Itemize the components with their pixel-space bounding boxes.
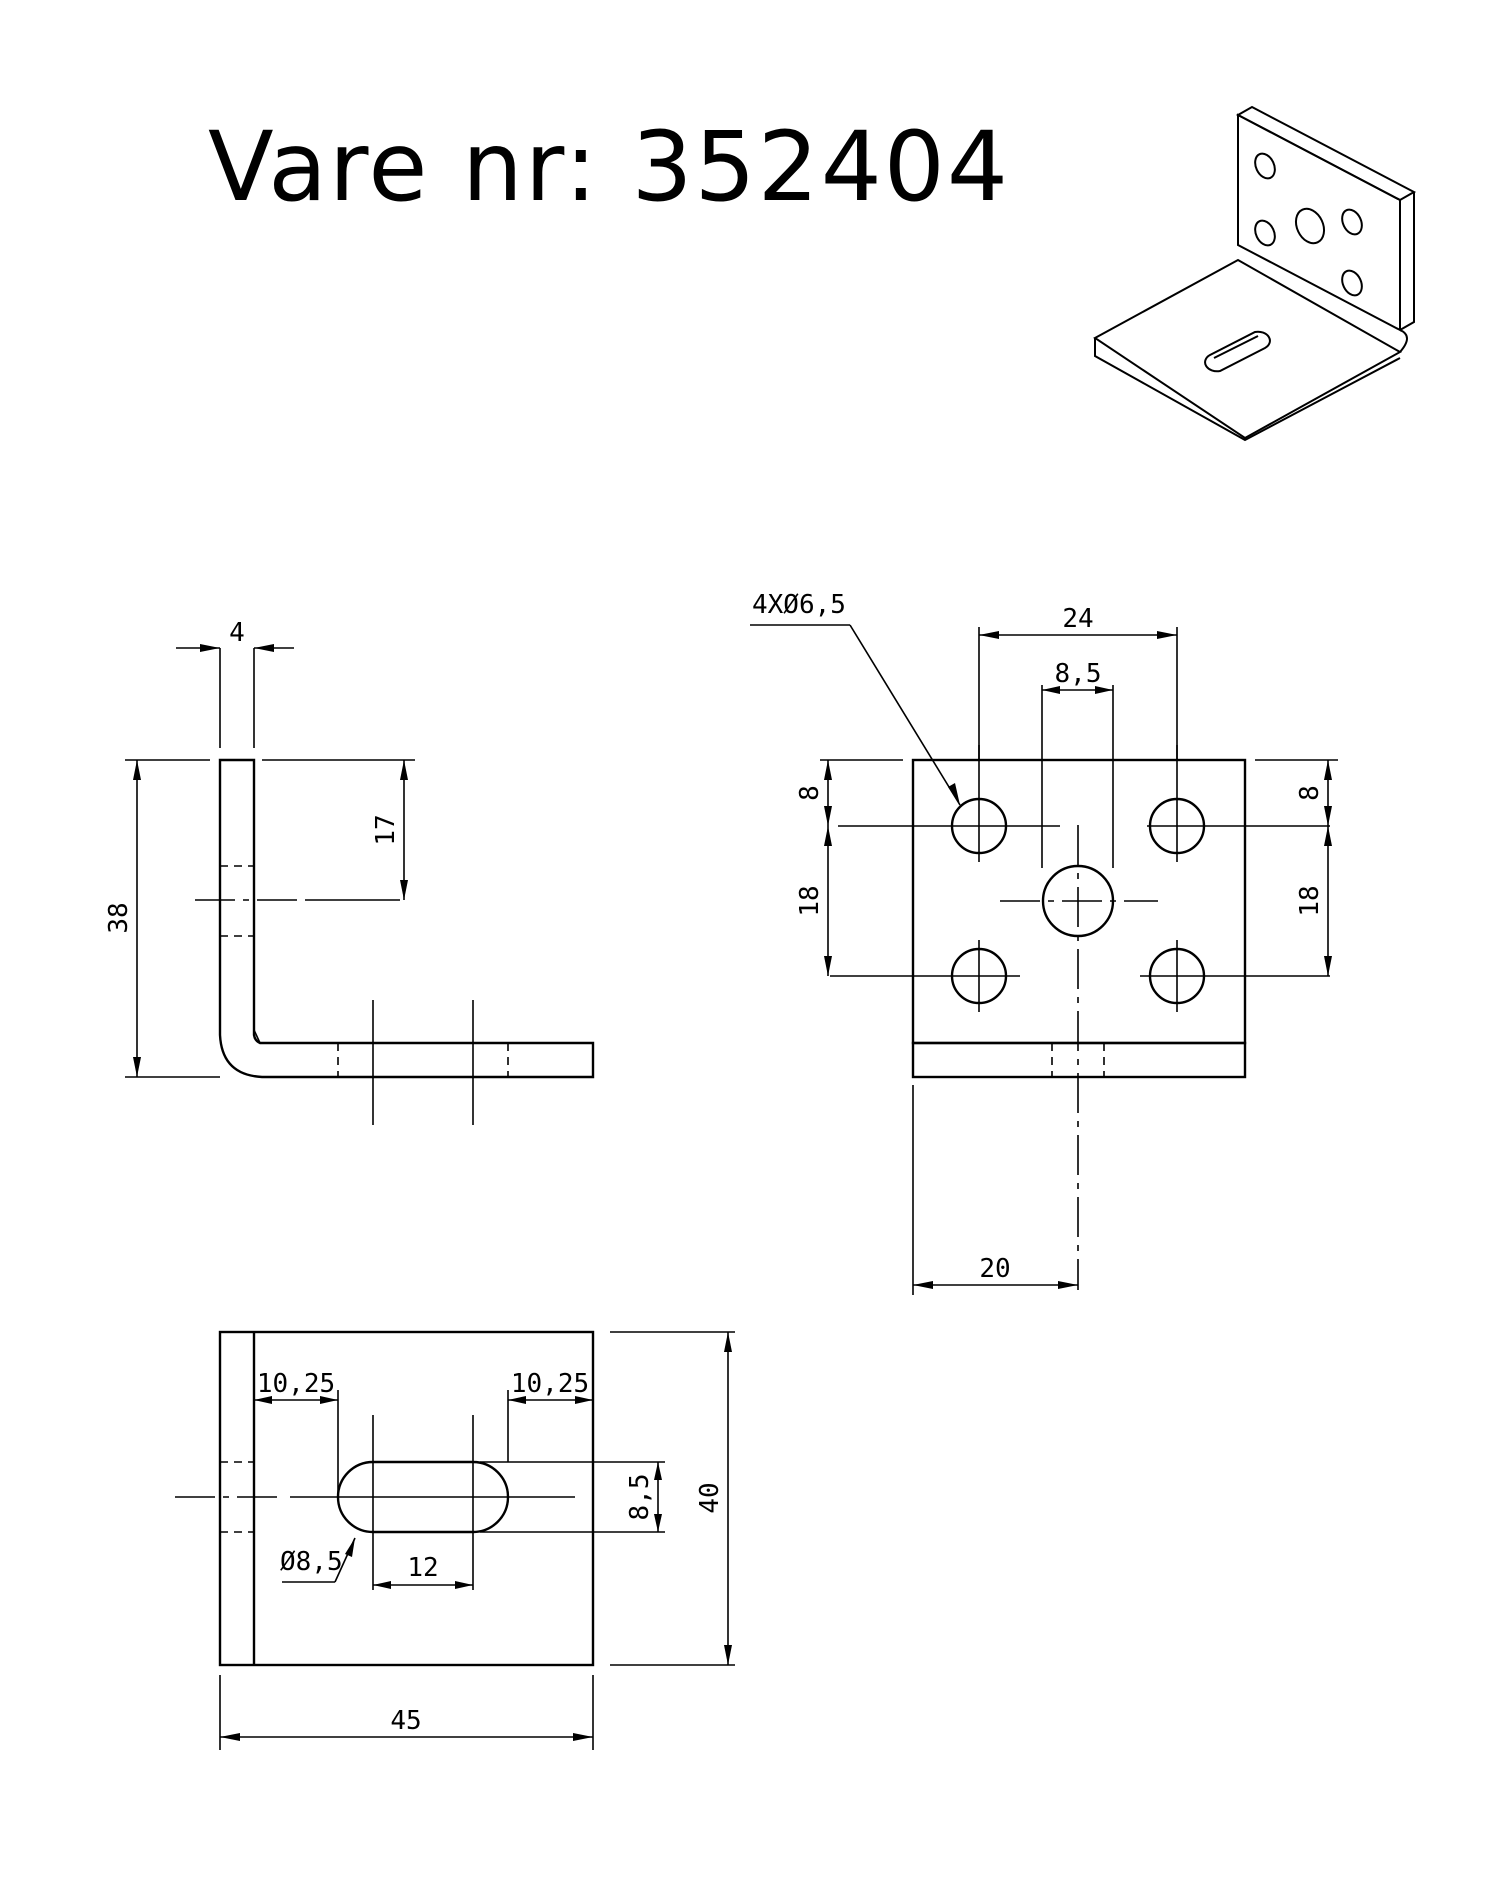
dim-hole-spacing-x: 24: [1062, 604, 1093, 634]
dim-hole-spec: 4XØ6,5: [752, 590, 846, 620]
side-view: 4 38 17: [104, 618, 595, 1125]
top-view: 10,25 10,25 8,5 40 Ø8,5 12: [175, 1330, 735, 1750]
isometric-view: [1093, 105, 1417, 442]
dim-slot-length: 12: [407, 1553, 438, 1583]
dim-thickness: 4: [229, 618, 245, 648]
dim-center-offset: 20: [979, 1254, 1010, 1284]
dim-upper: 17: [371, 814, 401, 845]
dim-slot-height: 8,5: [625, 1474, 655, 1521]
dim-left-offset: 10,25: [257, 1369, 335, 1399]
part-number-title: Vare nr: 352404: [208, 111, 1010, 223]
dim-slot-width: 8,5: [1055, 659, 1102, 689]
front-view: 24 8,5 4XØ6,5 8 18 8 18 20: [750, 590, 1338, 1295]
dim-height: 38: [104, 902, 134, 933]
dim-top-offset-left: 8: [795, 785, 825, 801]
dim-width: 45: [390, 1706, 421, 1736]
dim-slot-diameter: Ø8,5: [280, 1547, 343, 1577]
dim-right-offset: 10,25: [511, 1369, 589, 1399]
dim-spacing-y-right: 18: [1295, 885, 1325, 916]
dim-depth: 40: [695, 1482, 725, 1513]
dim-top-offset-right: 8: [1295, 785, 1325, 801]
dim-spacing-y-left: 18: [795, 885, 825, 916]
